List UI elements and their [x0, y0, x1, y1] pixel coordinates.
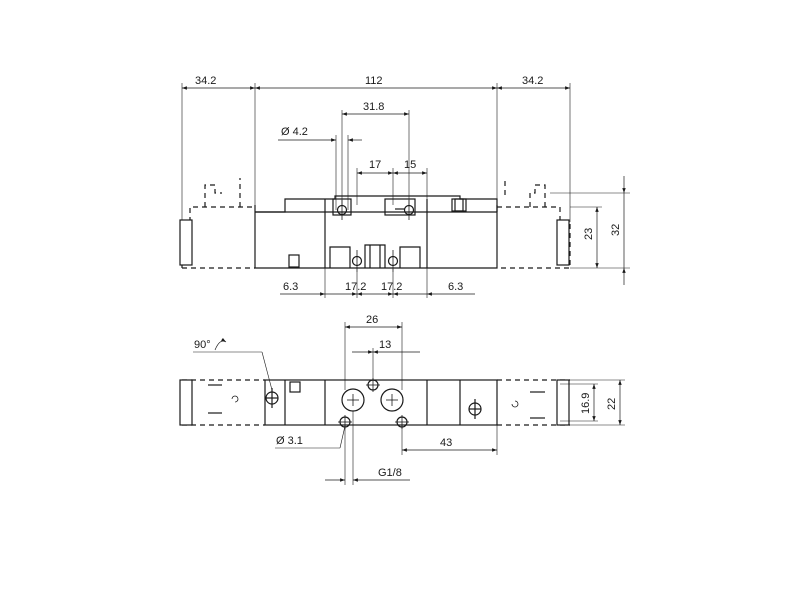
- right-coil-plan: [497, 379, 570, 426]
- left-coil-plan: [179, 379, 265, 426]
- valve-body-side: [254, 195, 498, 272]
- dim-mount-hole: Ø 3.1: [276, 435, 303, 447]
- dim-port-offset-15: 15: [404, 159, 416, 171]
- dim-height-32: 32: [610, 224, 622, 236]
- dim-port-spacing: 31.8: [363, 101, 384, 113]
- dim-thread-size: G1/8: [378, 467, 402, 479]
- dim-height-23: 23: [583, 228, 595, 240]
- dim-width-22: 22: [606, 398, 618, 410]
- dim-offset-right: 6.3: [448, 281, 463, 293]
- right-coil-outline: [497, 178, 571, 269]
- dim-rotation: 90°: [194, 339, 211, 351]
- dim-span-13: 13: [379, 339, 391, 351]
- dim-span-26: 26: [366, 314, 378, 326]
- dim-port-distance-43: 43: [440, 437, 452, 449]
- top-view: [179, 322, 625, 485]
- dim-pitch-left: 17.2: [345, 281, 366, 293]
- dim-pitch-right: 17.2: [381, 281, 402, 293]
- dim-hole-diameter: Ø 4.2: [281, 126, 308, 138]
- valve-body-plan: [264, 378, 498, 429]
- dim-offset-left: 6.3: [283, 281, 298, 293]
- side-view: [179, 83, 630, 298]
- dim-left-coil-width: 34.2: [195, 75, 216, 87]
- left-coil-outline: [179, 178, 255, 269]
- dim-body-length: 112: [365, 75, 383, 87]
- dim-port-offset-17: 17: [369, 159, 381, 171]
- dim-height-16-9: 16.9: [580, 393, 592, 414]
- dim-right-coil-width: 34.2: [522, 75, 543, 87]
